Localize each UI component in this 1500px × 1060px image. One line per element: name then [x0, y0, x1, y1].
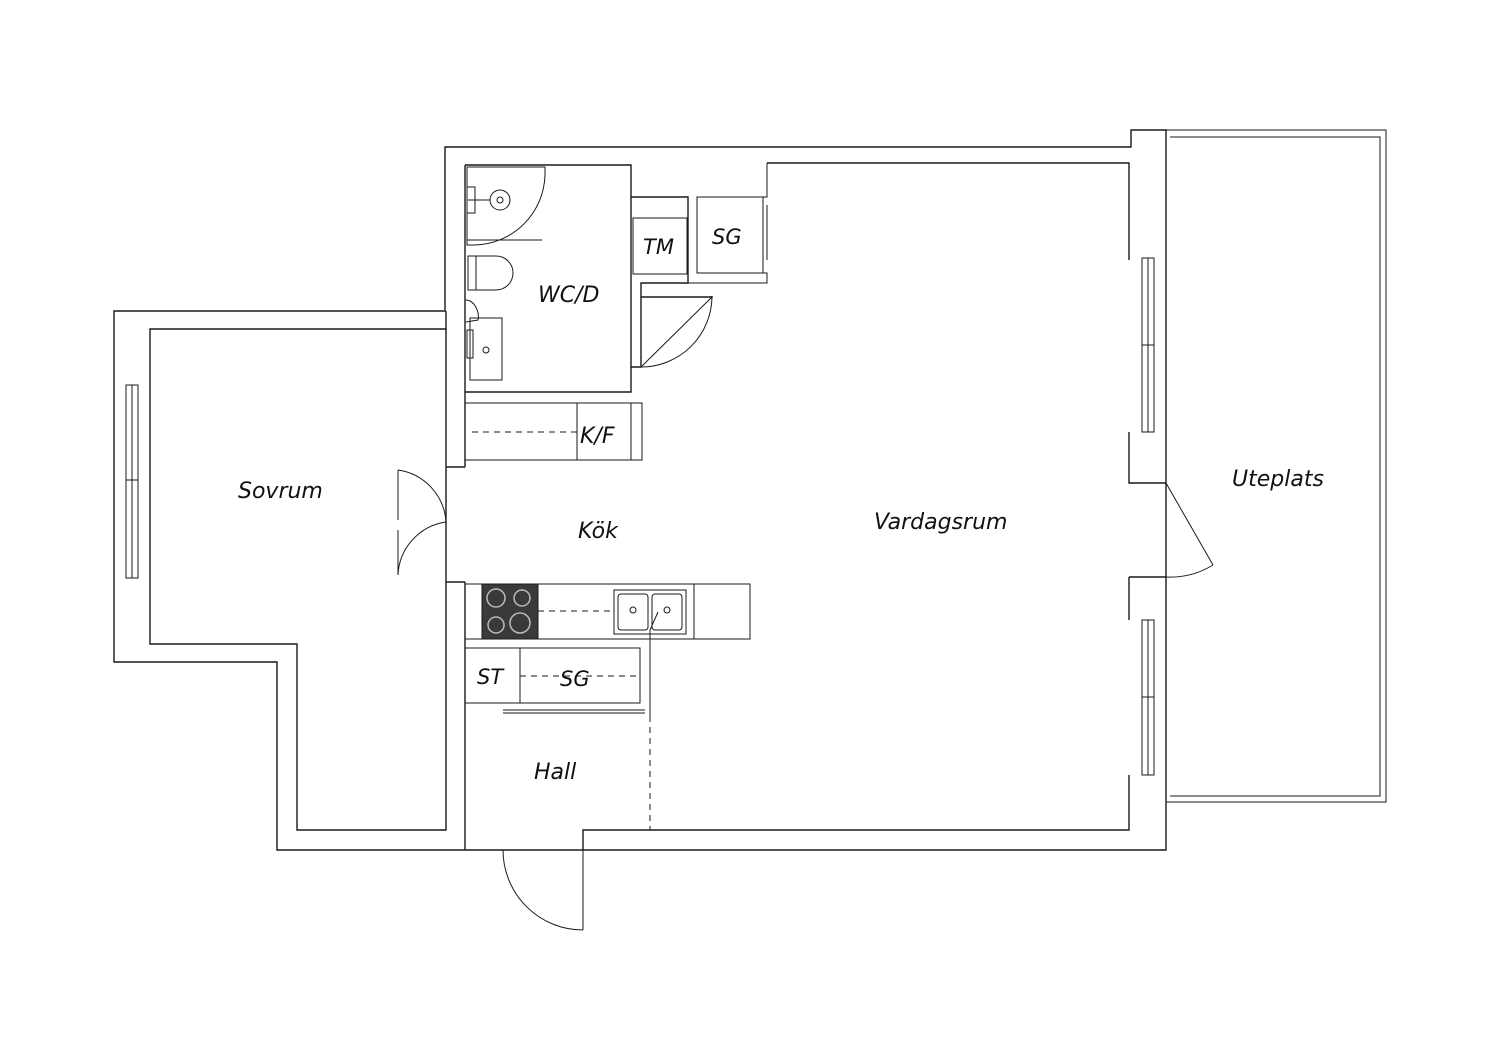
- label-sovrum: Sovrum: [238, 479, 323, 504]
- bedroom-door: [397, 469, 447, 576]
- label-hall: Hall: [534, 760, 576, 785]
- terrace: [1166, 129, 1387, 803]
- bathroom-walls: [465, 197, 713, 393]
- closets-bottom: [464, 630, 651, 830]
- balcony-door: [1165, 482, 1214, 578]
- label-sg-top: SG: [712, 225, 742, 249]
- washbasin-icon: [465, 299, 503, 381]
- kitchen-sink-icon: [613, 589, 687, 635]
- label-sg-bottom: SG: [560, 667, 590, 691]
- label-kok: Kök: [578, 519, 619, 544]
- toilet-icon: [467, 255, 514, 291]
- label-st: ST: [477, 665, 505, 689]
- label-vardagsrum: Vardagsrum: [874, 510, 1007, 535]
- entrance-door: [502, 849, 584, 931]
- label-kf: K/F: [580, 424, 615, 449]
- room-labels: WC/D TM SG K/F Sovrum Kök Vardagsrum Ute…: [238, 225, 1324, 785]
- label-uteplats: Uteplats: [1232, 467, 1324, 492]
- stove-icon: [481, 583, 539, 640]
- kitchen-counter: [464, 583, 751, 640]
- fridge-freezer: [464, 402, 643, 461]
- label-tm: TM: [643, 235, 674, 259]
- label-wcd: WC/D: [538, 283, 599, 308]
- closets-top: [632, 163, 768, 284]
- shower-icon: [466, 166, 546, 246]
